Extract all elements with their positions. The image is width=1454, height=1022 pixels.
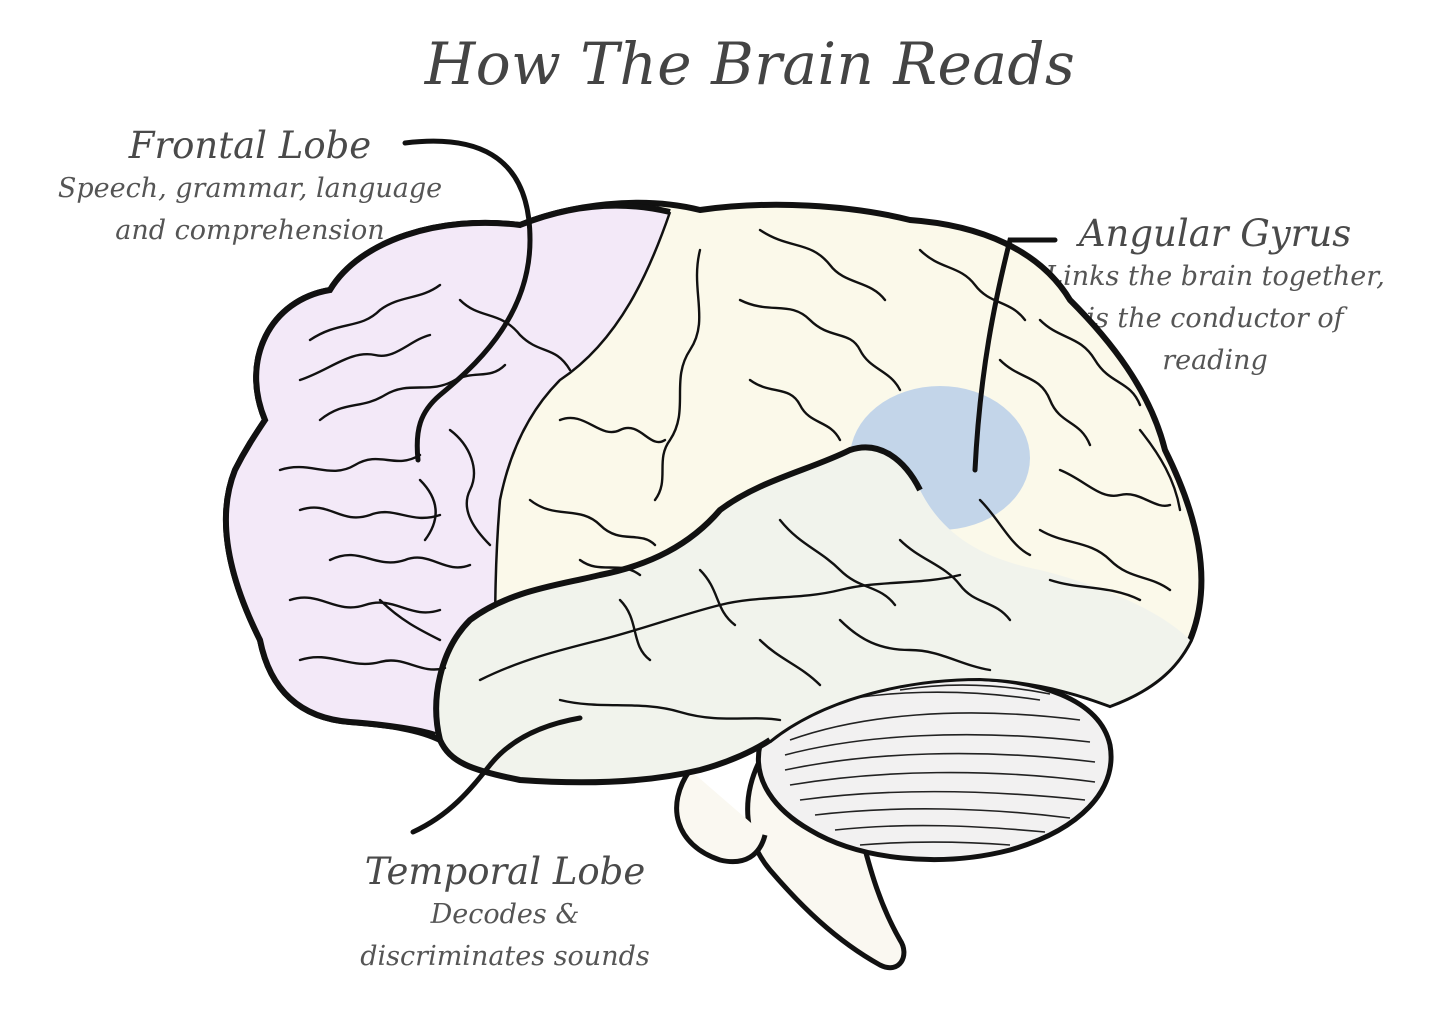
angular-gyrus-leader: [972, 237, 1058, 473]
brainstem-lower: [674, 768, 768, 865]
temporal-lobe-name: Temporal Lobe: [364, 850, 646, 893]
temporal-lobe-label: Temporal Lobe Decodes & discriminates so…: [330, 850, 680, 978]
frontal-lobe-region: [225, 205, 670, 735]
diagram-title: How The Brain Reads: [424, 30, 1076, 98]
temporal-gyri: [478, 518, 1012, 722]
sylvian-fissure: [433, 444, 923, 741]
angular-gyrus-desc-line2: is the conductor of: [1086, 303, 1344, 334]
frontal-gyri: [278, 283, 572, 671]
temporal-lobe-region: [436, 447, 1190, 782]
parietal-gyri: [528, 228, 1182, 602]
angular-gyrus-label: Angular Gyrus Links the brain together, …: [1030, 212, 1400, 382]
temporal-lobe-desc-line2: discriminates sounds: [360, 941, 650, 972]
temporal-lobe-desc-line1: Decodes &: [430, 899, 580, 930]
central-sulcus: [493, 211, 672, 661]
frontal-lobe-desc-line2: and comprehension: [115, 215, 385, 246]
frontal-lobe-desc-line1: Speech, grammar, language: [57, 173, 443, 204]
frontal-lobe-label: Frontal Lobe Speech, grammar, language a…: [30, 124, 470, 252]
angular-gyrus-desc-line3: reading: [1162, 345, 1268, 376]
cerebellum-folia: [784, 684, 1096, 846]
angular-gyrus-name: Angular Gyrus: [1078, 212, 1352, 255]
frontal-lobe-leader: [402, 138, 533, 463]
temporal-lobe-leader: [410, 715, 583, 835]
frontal-lobe-name: Frontal Lobe: [128, 124, 372, 167]
angular-gyrus-desc-line1: Links the brain together,: [1045, 261, 1385, 292]
